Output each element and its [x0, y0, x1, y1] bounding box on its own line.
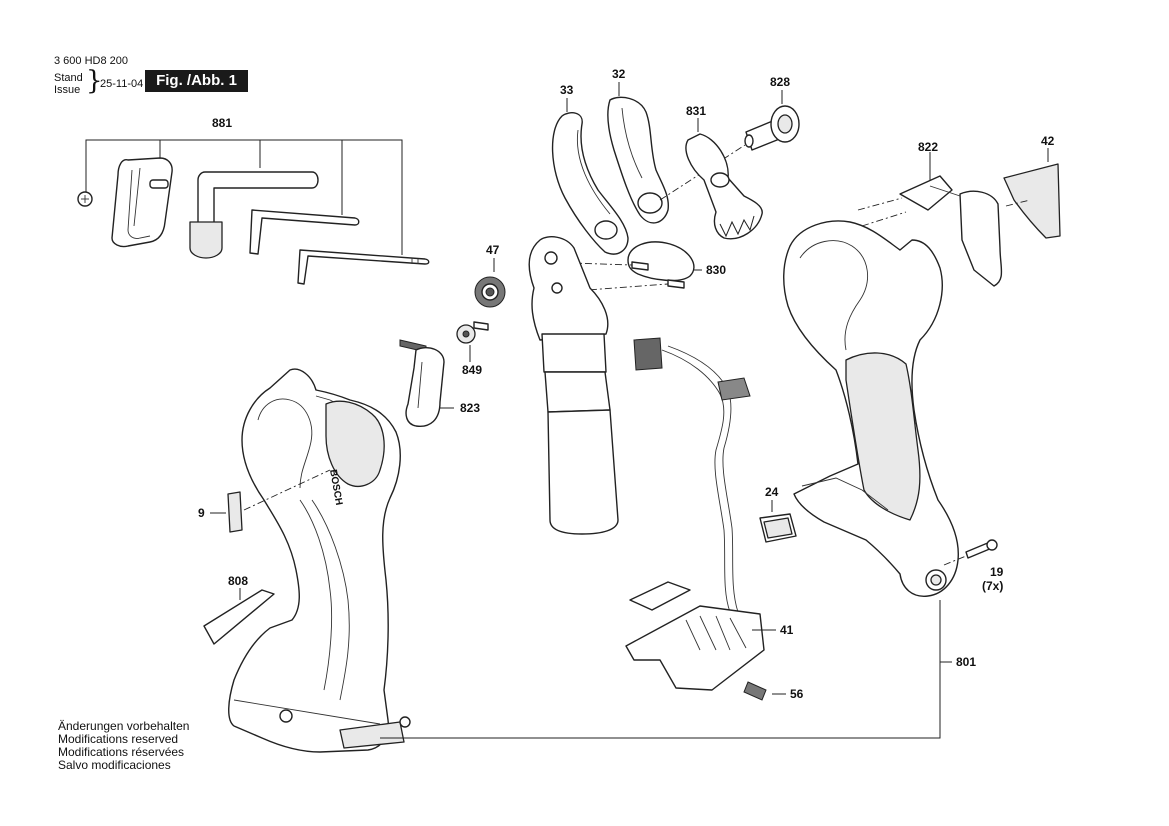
issue-label: Issue	[54, 84, 81, 96]
leader-801	[380, 600, 941, 739]
callout-823: 823	[460, 401, 480, 415]
part-808-nameplate	[203, 588, 275, 645]
callout-822: 822	[918, 140, 938, 154]
part-32-blade	[607, 82, 670, 224]
part-19-screw	[943, 539, 998, 566]
modification-notes: Änderungen vorbehalten Modifications res…	[58, 720, 189, 772]
callout-32: 32	[612, 67, 626, 81]
callout-849: 849	[462, 363, 482, 377]
part-9-label	[210, 469, 331, 533]
callout-830: 830	[706, 263, 726, 277]
callout-801: 801	[956, 655, 976, 669]
part-41-switch-assembly	[625, 337, 776, 701]
part-801-right-housing	[783, 152, 1003, 597]
part-47-gear	[474, 258, 506, 308]
stand-label: Stand	[54, 72, 83, 84]
callout-42: 42	[1041, 134, 1055, 148]
part-830-screws	[539, 241, 702, 293]
callout-24: 24	[765, 485, 779, 499]
part-jaw-tube	[528, 236, 619, 535]
note-spanish: Salvo modificaciones	[58, 758, 171, 772]
part-24-button	[759, 500, 797, 543]
callout-9: 9	[198, 506, 205, 520]
part-823-latch	[399, 339, 454, 427]
callout-828: 828	[770, 75, 790, 89]
note-french: Modifications réservées	[58, 745, 185, 759]
part-42-label	[1003, 148, 1061, 239]
callout-831: 831	[686, 104, 706, 118]
part-849-pinion	[456, 321, 489, 362]
part-831-lever	[685, 118, 763, 240]
callout-41: 41	[780, 623, 794, 637]
document-number: 3 600 HD8 200	[54, 55, 128, 67]
callout-47: 47	[486, 243, 500, 257]
callout-19: 19	[990, 565, 1004, 579]
note-german: Änderungen vorbehalten	[58, 719, 190, 733]
callout-33: 33	[560, 83, 574, 97]
figure-label: Fig. /Abb. 1	[145, 70, 248, 92]
callout-808: 808	[228, 574, 248, 588]
callout-19-quantity: (7x)	[982, 579, 1003, 593]
callout-56: 56	[790, 687, 804, 701]
note-english: Modifications reserved	[58, 732, 179, 746]
brace-symbol: }	[86, 66, 103, 96]
part-left-housing: BOSCH	[228, 368, 411, 753]
issue-date: 25-11-04	[100, 78, 144, 90]
part-881-accessories	[77, 139, 430, 285]
callout-881: 881	[212, 116, 232, 130]
part-33-blade	[551, 98, 629, 255]
part-828-pin	[659, 90, 800, 201]
